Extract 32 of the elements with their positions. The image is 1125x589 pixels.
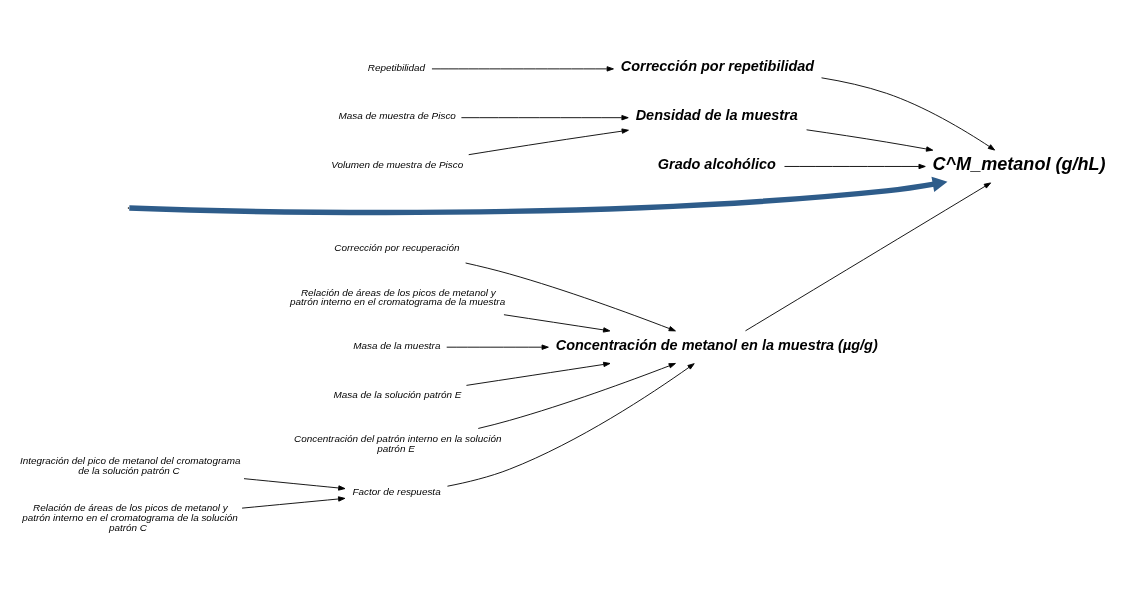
arrow [784, 163, 926, 169]
node-text: Integración del pico de metanol del cromatograma de la solución patrón C [19, 454, 241, 476]
arrow [466, 361, 611, 386]
node-text: Concentración del patrón interno en la solución patrón E [294, 432, 502, 454]
node-text: Masa de la solución patrón E [333, 388, 462, 400]
node-text: Masa de muestra de Pisco [338, 109, 456, 121]
node-text: Concentración de metanol en la muestra (µg/g) [555, 336, 878, 353]
node-text: Grado alcohólico [657, 155, 776, 172]
node-text: Factor de respuesta [352, 485, 441, 497]
arrow [503, 313, 611, 333]
node-text: Corrección por repetibilidad [620, 57, 815, 74]
arrow [243, 477, 346, 491]
node-text: C^M_metanol (g/hL) [932, 153, 1106, 174]
node-text: Masa de la muestra [353, 339, 441, 351]
arrow [468, 127, 629, 155]
arrow [446, 344, 549, 350]
arrow [745, 181, 992, 331]
node-text: Densidad de la muestra [635, 106, 798, 123]
arrow [465, 262, 676, 331]
arrow [447, 362, 695, 487]
arrow [806, 128, 934, 152]
node-text: Volumen de muestra de Pisco [331, 158, 464, 170]
node-text: Corrección por recuperación [334, 241, 460, 253]
arrow [431, 65, 614, 72]
arrow [129, 176, 948, 215]
arrow [460, 114, 629, 120]
arrow [241, 495, 346, 509]
node-text: Relación de áreas de los picos de metanol y patrón interno en el cromatograma de la muestra [290, 286, 506, 307]
arrow [821, 76, 996, 150]
arrow [477, 362, 676, 429]
node-text: Repetibilidad [367, 61, 426, 73]
node-text: Relación de áreas de los picos de metanol y patrón interno en el cromatograma de la solución patrón C [22, 501, 238, 533]
